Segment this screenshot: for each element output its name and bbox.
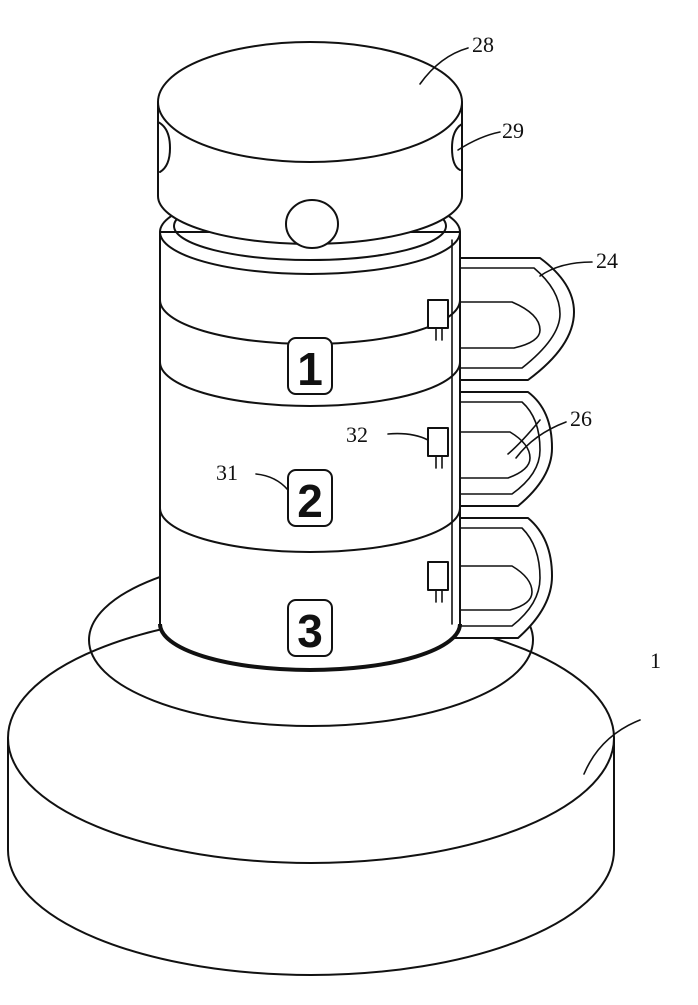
bracket-top — [439, 257, 575, 381]
sensor-top — [427, 299, 449, 341]
callout-28: 28 — [472, 32, 494, 57]
callout-1: 1 — [650, 648, 661, 673]
leader-lines — [255, 47, 641, 775]
segment-number-3: 3 — [297, 605, 323, 657]
sensor-middle — [427, 427, 449, 469]
top-cap — [157, 41, 463, 249]
column-body — [158, 189, 462, 672]
callout-29: 29 — [502, 118, 524, 143]
sensor-bottom — [427, 561, 449, 603]
segment-badge-1: 1 — [287, 337, 333, 395]
segment-number-1: 1 — [297, 343, 323, 395]
bracket-bottom — [439, 517, 553, 639]
callout-32: 32 — [346, 422, 368, 447]
callout-24: 24 — [596, 248, 618, 273]
segment-number-2: 2 — [297, 475, 323, 527]
callout-26: 26 — [570, 406, 592, 431]
segment-badge-3: 3 — [287, 599, 333, 657]
segment-badge-2: 2 — [287, 469, 333, 527]
callout-31: 31 — [216, 460, 238, 485]
bracket-middle — [439, 391, 553, 507]
